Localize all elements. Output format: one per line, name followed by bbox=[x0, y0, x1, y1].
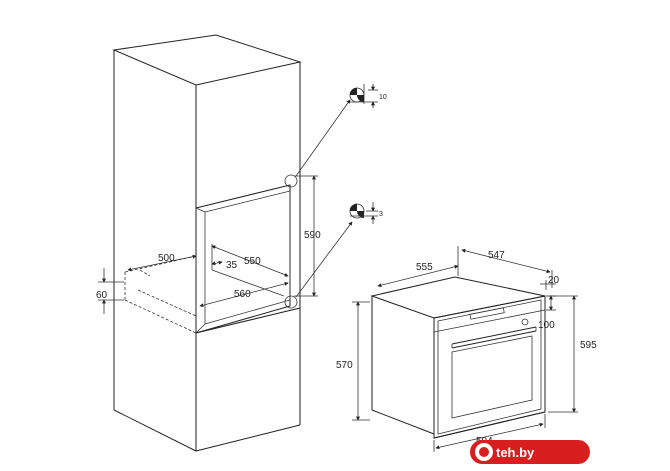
niche-dimensions: 500 35 550 560 590 60 bbox=[96, 175, 321, 314]
dim-560: 560 bbox=[234, 289, 251, 300]
dim-10: 10 bbox=[379, 94, 387, 101]
detail-circle-top bbox=[284, 174, 298, 188]
tall-cabinet bbox=[112, 34, 302, 452]
dim-3: 3 bbox=[379, 211, 383, 218]
watermark-badge bbox=[470, 440, 590, 464]
detail-callouts: 10 3 bbox=[284, 84, 387, 309]
watermark: teh.by bbox=[470, 440, 590, 464]
dim-35: 35 bbox=[226, 260, 238, 271]
detail-circle-bottom bbox=[284, 295, 298, 309]
dim-20: 20 bbox=[548, 275, 560, 286]
dim-555: 555 bbox=[416, 262, 433, 273]
dim-550: 550 bbox=[244, 256, 261, 267]
detail-bottom: 3 bbox=[349, 202, 383, 224]
detail-top: 10 bbox=[349, 84, 387, 108]
niche-opening bbox=[195, 184, 291, 334]
dim-500: 500 bbox=[158, 253, 175, 264]
dim-570: 570 bbox=[336, 360, 353, 371]
dim-547: 547 bbox=[488, 250, 505, 261]
floor-outline bbox=[124, 255, 197, 334]
dim-595: 595 bbox=[580, 340, 597, 351]
dim-60: 60 bbox=[96, 290, 108, 301]
oven bbox=[370, 276, 546, 439]
dim-100: 100 bbox=[538, 320, 555, 331]
watermark-text: teh.by bbox=[496, 445, 535, 460]
dim-590: 590 bbox=[304, 230, 321, 241]
